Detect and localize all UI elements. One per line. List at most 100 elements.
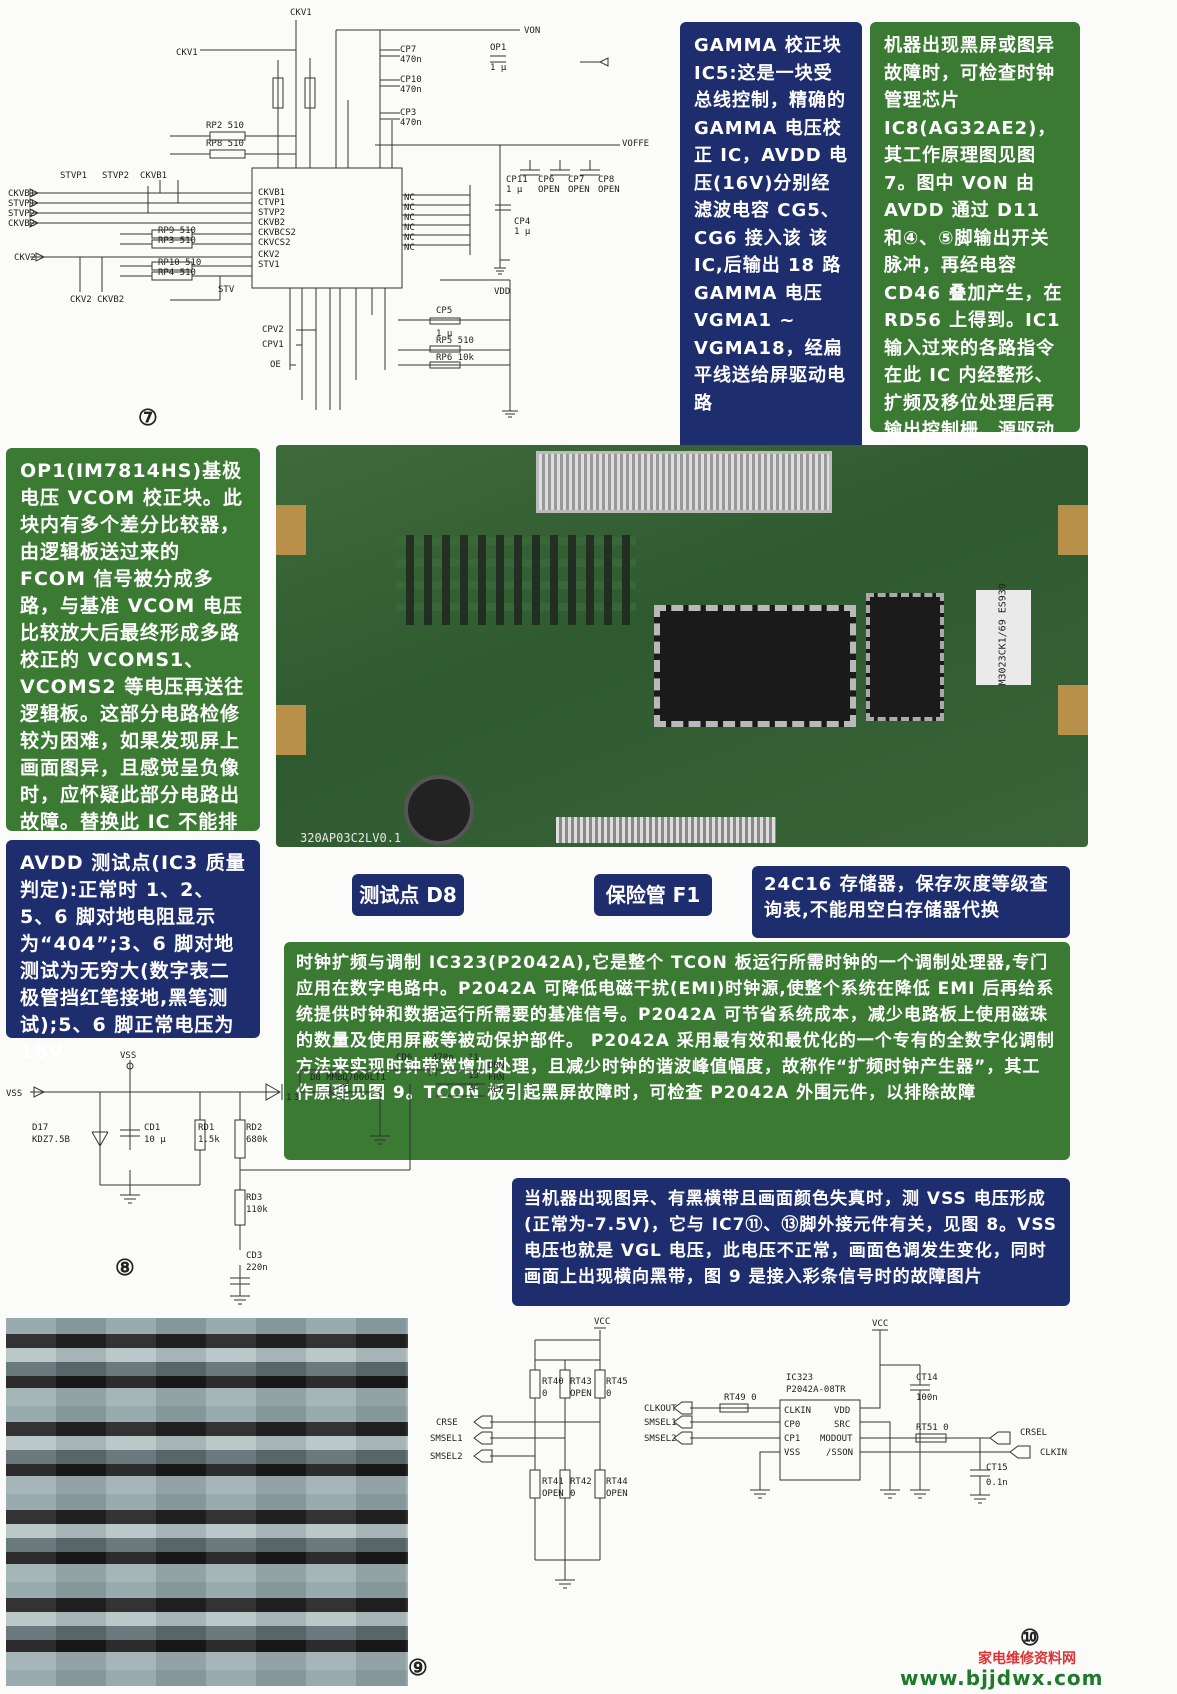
sticker-text: M3023CK1/69 ES939 (997, 583, 1009, 686)
svg-text:SMSEL2: SMSEL2 (644, 1434, 677, 1444)
svg-text:VDD: VDD (834, 1406, 850, 1416)
figure-9-label: ⑨ (408, 1655, 428, 1681)
svg-text:STVP2: STVP2 (8, 209, 35, 219)
pcb-silkscreen: 320AP03C2LV0.1 (300, 831, 402, 845)
svg-text:CKVBCS2: CKVBCS2 (258, 228, 296, 238)
lvds-connector (536, 451, 832, 513)
svg-text:OPEN: OPEN (568, 185, 590, 195)
avdd-callout: AVDD 测试点(IC3 质量判定):正常时 1、2、5、6 脚对地电阻显示为“… (6, 840, 260, 1063)
svg-text:P2042A-08TR: P2042A-08TR (786, 1385, 846, 1395)
figure-8-label: ⑧ (115, 1255, 135, 1281)
svg-text:SMSEL1: SMSEL1 (430, 1434, 463, 1444)
svg-text:SMSEL2: SMSEL2 (430, 1452, 463, 1462)
fuse-f1-label: 保险管 F1 (594, 874, 712, 916)
svg-text:CP10: CP10 (400, 75, 422, 85)
svg-text:1: 1 (286, 1093, 291, 1103)
clock-ic-callout-text: 机器出现黑屏或图异故障时，可检查时钟管理芯片 IC8(AG32AE2)，其工作原… (884, 35, 1063, 469)
svg-text:1 μ: 1 μ (514, 227, 531, 237)
gamma-ic (866, 593, 944, 721)
vss-callout: 当机器出现图异、有黑横带且画面颜色失真时，测 VSS 电压形成(正常为-7.5V… (512, 1178, 1070, 1306)
svg-text:RP6 10k: RP6 10k (436, 353, 475, 363)
site-name: 家电维修资料网 (978, 1651, 1076, 1667)
svg-text:STVP2: STVP2 (258, 208, 285, 218)
svg-text:680k: 680k (246, 1135, 268, 1145)
svg-text:RP10 510: RP10 510 (158, 258, 201, 268)
svg-text:CKV2: CKV2 (258, 250, 280, 260)
bottom-connector (556, 817, 776, 843)
vss-callout-text: 当机器出现图异、有黑横带且画面颜色失真时，测 VSS 电压形成(正常为-7.5V… (524, 1189, 1058, 1287)
svg-text:470n: 470n (432, 1053, 454, 1063)
svg-text:CPV1: CPV1 (262, 340, 284, 350)
svg-text:STVP1: STVP1 (8, 199, 35, 209)
svg-text:NC: NC (404, 223, 415, 233)
svg-text:VSS: VSS (784, 1448, 800, 1458)
svg-text:VOFFE: VOFFE (622, 139, 649, 149)
svg-text:DRN: DRN (488, 1061, 504, 1071)
svg-text:RT51 0: RT51 0 (916, 1423, 949, 1433)
svg-text:13: 13 (468, 1071, 479, 1081)
test-point-d8-label: 测试点 D8 (352, 874, 464, 916)
gamma-callout-text: GAMMA 校正块IC5:这是一块受总线控制，精确的 GAMMA 电压校正 IC… (694, 35, 848, 414)
svg-text:D17: D17 (32, 1123, 48, 1133)
svg-text:100n: 100n (916, 1393, 938, 1403)
svg-text:OPEN: OPEN (606, 1489, 628, 1499)
svg-text:RP3 510: RP3 510 (158, 236, 196, 246)
svg-text:CP7: CP7 (568, 175, 584, 185)
svg-text:0: 0 (606, 1389, 611, 1399)
svg-text:CRSEL: CRSEL (1020, 1428, 1047, 1438)
svg-text:CKV1: CKV1 (290, 8, 312, 18)
figure-10-label: ⑩ (1020, 1625, 1040, 1651)
svg-text:CLKIN: CLKIN (784, 1406, 811, 1416)
svg-text:CD1: CD1 (144, 1123, 160, 1133)
svg-text:RT41: RT41 (542, 1477, 564, 1487)
svg-text:D8 MMBD7000LT1: D8 MMBD7000LT1 (310, 1073, 386, 1083)
svg-text:CP0: CP0 (784, 1420, 800, 1430)
svg-text:OPEN: OPEN (542, 1489, 564, 1499)
svg-text:CKVCS2: CKVCS2 (258, 238, 291, 248)
svg-text:10 μ: 10 μ (144, 1135, 166, 1145)
svg-text:CP5: CP5 (436, 306, 452, 316)
svg-text:RP2 510: RP2 510 (206, 121, 244, 131)
svg-text:VSS: VSS (120, 1051, 136, 1061)
svg-text:CTVP1: CTVP1 (258, 198, 285, 208)
figure-7-label: ⑦ (138, 405, 158, 431)
mount-pad-left-top (276, 505, 306, 555)
svg-text:RD3: RD3 (246, 1193, 262, 1203)
svg-text:CPV2: CPV2 (262, 325, 284, 335)
svg-text:VSS: VSS (6, 1089, 22, 1099)
svg-text:CKVB1: CKVB1 (258, 188, 285, 198)
svg-text:11: 11 (468, 1053, 479, 1063)
tcon-board-photo: M3023CK1/69 ES939 320AP03C2LV0.1 (276, 445, 1088, 847)
svg-text:RT44: RT44 (606, 1477, 628, 1487)
svg-text:VCC: VCC (594, 1317, 610, 1327)
svg-text:CD3: CD3 (246, 1251, 262, 1261)
svg-text:470n: 470n (400, 55, 422, 65)
svg-text:NC: NC (404, 203, 415, 213)
svg-text:OPEN: OPEN (570, 1389, 592, 1399)
tcon-main-chip (654, 605, 856, 727)
svg-text:1.5k: 1.5k (198, 1135, 220, 1145)
svg-text:CT15: CT15 (986, 1463, 1008, 1473)
svg-text:RP8 510: RP8 510 (206, 139, 244, 149)
svg-text:1 μ: 1 μ (506, 185, 523, 195)
svg-text:CP11: CP11 (506, 175, 528, 185)
svg-text:CP7: CP7 (400, 45, 416, 55)
svg-text:OPEN: OPEN (598, 185, 620, 195)
p2042a-callout: 时钟扩频与调制 IC323(P2042A),它是整个 TCON 板运行所需时钟的… (284, 942, 1070, 1160)
svg-text:CP4: CP4 (514, 217, 530, 227)
svg-text:470n: 470n (400, 85, 422, 95)
mount-pad-right-top (1058, 505, 1088, 555)
svg-text:STV1: STV1 (258, 260, 280, 270)
mount-pad-right-bottom (1058, 685, 1088, 735)
gamma-callout: GAMMA 校正块IC5:这是一块受总线控制，精确的 GAMMA 电压校正 IC… (680, 22, 862, 452)
svg-text:FRN: FRN (488, 1073, 504, 1083)
mount-pad-left-bottom (276, 705, 306, 755)
svg-text:0.1n: 0.1n (986, 1478, 1008, 1488)
svg-text:RP5 510: RP5 510 (436, 336, 474, 346)
smd-components (396, 535, 636, 625)
svg-text:110k: 110k (246, 1205, 268, 1215)
svg-text:RT49 0: RT49 0 (724, 1393, 757, 1403)
